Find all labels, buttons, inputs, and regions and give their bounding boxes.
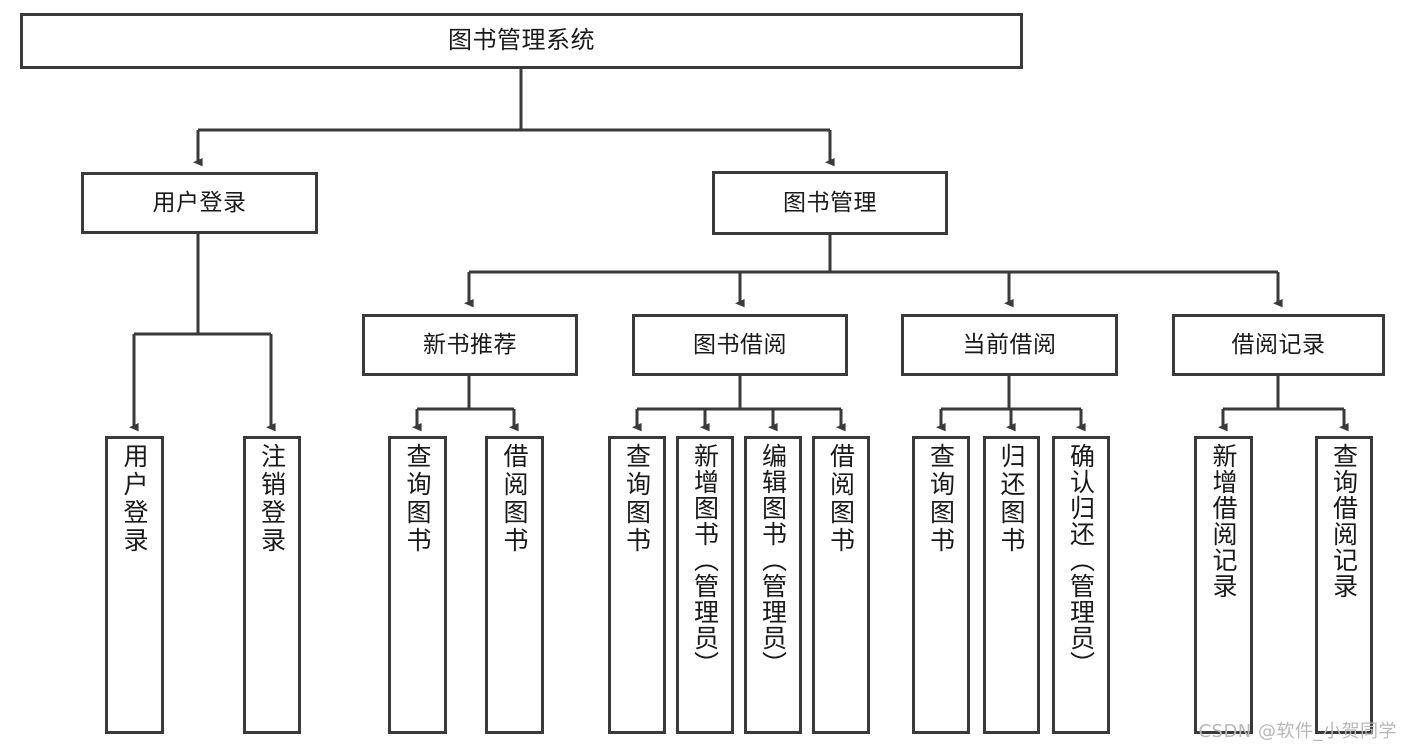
node-label: 编辑图书（管理员） xyxy=(758,443,788,677)
node-label: 查询图书 xyxy=(622,443,652,555)
node-current-borrow[interactable]: 当前借阅 xyxy=(901,314,1118,376)
node-label: 查询图书 xyxy=(926,443,956,555)
node-label: 图书借阅 xyxy=(693,331,787,358)
node-book-management-system[interactable]: 图书管理系统 xyxy=(20,13,1023,69)
leaf-query-book-2[interactable]: 查询图书 xyxy=(608,436,666,734)
node-label: 归还图书 xyxy=(997,443,1026,555)
node-book-borrow[interactable]: 图书借阅 xyxy=(632,314,848,376)
leaf-query-book-3[interactable]: 查询图书 xyxy=(912,436,970,734)
node-label: 查询借阅记录 xyxy=(1329,443,1359,599)
node-borrow-record[interactable]: 借阅记录 xyxy=(1172,314,1385,376)
leaf-add-book[interactable]: 新增图书（管理员） xyxy=(676,436,734,734)
node-label: 借阅图书 xyxy=(500,443,529,555)
csdn-watermark: CSDN @软件_小贺同学 xyxy=(1198,721,1397,742)
leaf-edit-book[interactable]: 编辑图书（管理员） xyxy=(744,436,802,734)
node-label: 当前借阅 xyxy=(962,331,1057,358)
leaf-query-record[interactable]: 查询借阅记录 xyxy=(1315,436,1373,734)
node-label: 查询图书 xyxy=(403,443,432,555)
node-label: 确认归还（管理员） xyxy=(1066,443,1096,677)
leaf-borrow-book-1[interactable]: 借阅图书 xyxy=(485,436,544,734)
node-user-login[interactable]: 用户登录 xyxy=(81,172,318,234)
node-label: 借阅图书 xyxy=(826,443,856,555)
leaf-user-login[interactable]: 用户登录 xyxy=(105,436,164,734)
leaf-logout-login[interactable]: 注销登录 xyxy=(243,436,301,734)
node-label: 新增图书（管理员） xyxy=(690,443,720,677)
node-book-manage[interactable]: 图书管理 xyxy=(712,171,948,235)
node-label: 用户登录 xyxy=(120,443,149,555)
node-label: 新书推荐 xyxy=(423,331,517,358)
node-label: 用户登录 xyxy=(152,189,247,216)
node-label: 借阅记录 xyxy=(1231,331,1326,358)
leaf-add-record[interactable]: 新增借阅记录 xyxy=(1194,436,1253,734)
node-label: 图书管理系统 xyxy=(448,26,595,55)
node-new-book-recommend[interactable]: 新书推荐 xyxy=(362,314,578,376)
leaf-return-book[interactable]: 归还图书 xyxy=(983,436,1040,734)
node-label: 注销登录 xyxy=(257,443,287,555)
leaf-confirm-return[interactable]: 确认归还（管理员） xyxy=(1052,436,1110,734)
leaf-borrow-book-2[interactable]: 借阅图书 xyxy=(812,436,870,734)
leaf-query-book-1[interactable]: 查询图书 xyxy=(388,436,447,734)
node-label: 新增借阅记录 xyxy=(1209,443,1238,599)
node-label: 图书管理 xyxy=(783,189,877,216)
